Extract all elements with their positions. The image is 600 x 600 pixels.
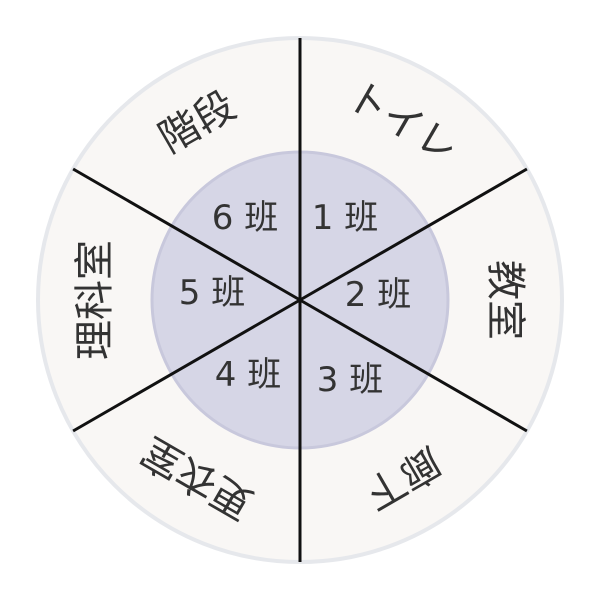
group-label: 2 班 <box>345 275 411 315</box>
group-label: 6 班 <box>212 198 278 238</box>
place-label: 理科室 <box>72 240 118 360</box>
sector-divider <box>72 298 301 433</box>
group-label: 5 班 <box>179 273 245 313</box>
group-label: 3 班 <box>317 360 383 400</box>
group-label: 1 班 <box>312 198 378 238</box>
group-label: 4 班 <box>215 355 281 395</box>
sector-divider <box>299 167 528 302</box>
sector-divider <box>299 298 528 433</box>
sector-divider <box>72 167 301 302</box>
place-label: 教室 <box>482 260 528 340</box>
